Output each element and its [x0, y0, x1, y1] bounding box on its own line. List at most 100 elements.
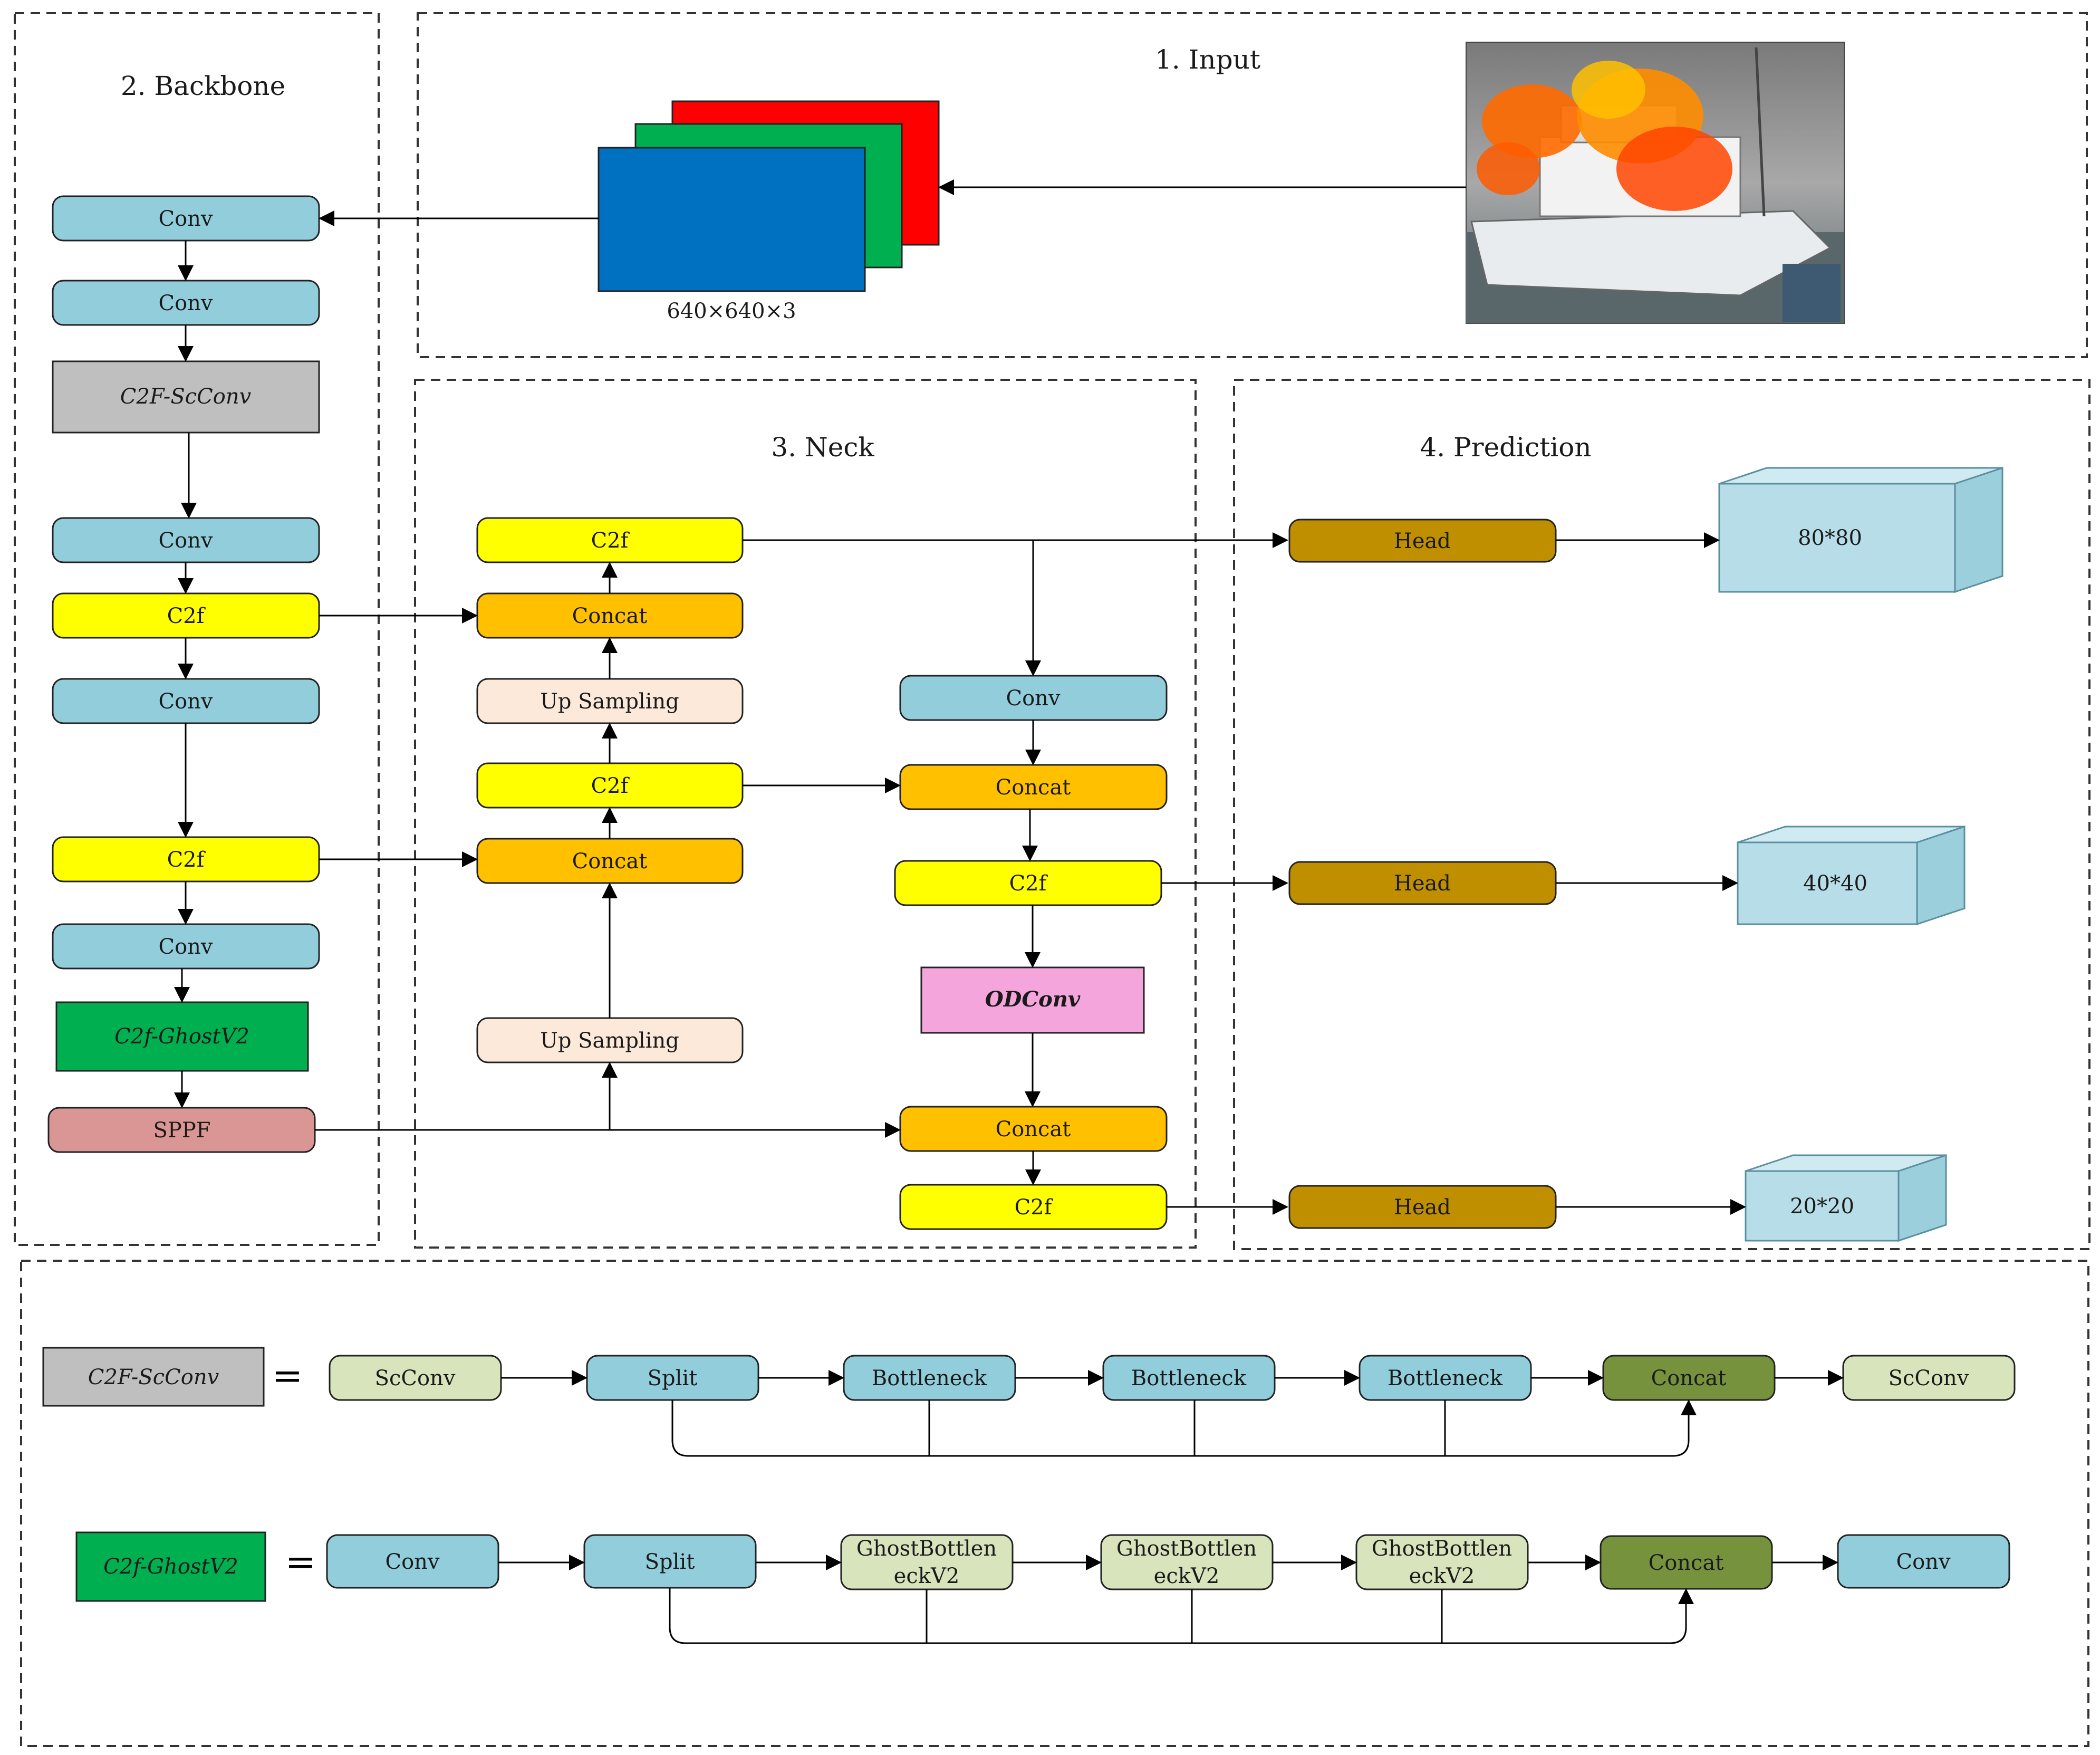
legend-equals-2: = — [285, 1540, 316, 1584]
backbone-conv2: Conv — [52, 280, 320, 326]
legend-row1-concat: Concat — [1602, 1355, 1776, 1401]
neck-title: 3. Neck — [771, 432, 874, 463]
legend-c2f-scconv-block: C2F-ScConv — [42, 1347, 265, 1407]
svg-text:Split: Split — [645, 1550, 695, 1574]
head-3: Head — [1288, 1185, 1557, 1229]
svg-text:Conv: Conv — [158, 291, 213, 315]
svg-text:eckV2: eckV2 — [1154, 1564, 1220, 1588]
svg-text:ODConv: ODConv — [985, 987, 1081, 1012]
svg-text:Head: Head — [1394, 871, 1451, 896]
legend-c2f-ghostv2-block: C2f-GhostV2 — [75, 1531, 266, 1602]
neck-odconv: ODConv — [920, 966, 1145, 1034]
svg-text:C2F-ScConv: C2F-ScConv — [88, 1365, 219, 1389]
backbone-title: 2. Backbone — [121, 71, 285, 101]
svg-text:GhostBottlen: GhostBottlen — [856, 1537, 997, 1561]
neck-concat-right2: Concat — [899, 1106, 1168, 1152]
backbone-conv5: Conv — [52, 923, 320, 970]
head-2: Head — [1288, 861, 1557, 905]
backbone-frame — [14, 12, 380, 1246]
svg-text:ScConv: ScConv — [375, 1366, 456, 1390]
svg-text:Concat: Concat — [996, 1117, 1071, 1142]
backbone-conv3: Conv — [52, 517, 320, 563]
neck-c2f-top: C2f — [476, 517, 744, 563]
prediction-title: 4. Prediction — [1420, 432, 1591, 463]
svg-text:GhostBottlen: GhostBottlen — [1372, 1537, 1512, 1561]
svg-text:eckV2: eckV2 — [1409, 1564, 1475, 1588]
output-cube-20: 20*20 — [1745, 1154, 1947, 1242]
svg-text:Up Sampling: Up Sampling — [540, 689, 679, 714]
backbone-sppf: SPPF — [47, 1107, 316, 1153]
backbone-c2f-scconv: C2F-ScConv — [52, 360, 320, 434]
legend-row2-conv-b: Conv — [1837, 1534, 2010, 1589]
svg-text:Concat: Concat — [572, 849, 648, 874]
svg-text:C2f-GhostV2: C2f-GhostV2 — [103, 1555, 238, 1579]
svg-text:Bottleneck: Bottleneck — [1388, 1366, 1503, 1390]
output-cube-80: 80*80 — [1718, 466, 2003, 593]
input-title: 1. Input — [1155, 44, 1260, 75]
svg-text:eckV2: eckV2 — [894, 1564, 960, 1588]
svg-text:C2f: C2f — [167, 604, 206, 628]
legend-row1-scconv-a: ScConv — [329, 1355, 502, 1401]
legend-row1-bottleneck-1: Bottleneck — [843, 1355, 1016, 1401]
svg-text:Conv: Conv — [1006, 686, 1060, 711]
legend-row2-ghostbottleneck-3: GhostBottlen eckV2 — [1355, 1534, 1529, 1590]
head-1: Head — [1288, 519, 1557, 563]
svg-text:Concat: Concat — [572, 604, 648, 628]
neck-c2f-right1: C2f — [894, 860, 1162, 906]
svg-text:20*20: 20*20 — [1790, 1194, 1854, 1219]
prediction-frame — [1233, 379, 2091, 1250]
svg-text:Bottleneck: Bottleneck — [872, 1366, 987, 1390]
svg-text:Head: Head — [1394, 1195, 1451, 1220]
burning-boat-photo — [1466, 42, 1845, 324]
svg-text:Conv: Conv — [158, 935, 213, 959]
svg-text:Bottleneck: Bottleneck — [1131, 1366, 1247, 1390]
input-frame — [417, 12, 2088, 358]
legend-frame — [20, 1260, 2089, 1747]
svg-text:80*80: 80*80 — [1798, 526, 1862, 550]
svg-text:C2f: C2f — [167, 848, 206, 872]
svg-text:Conv: Conv — [385, 1550, 439, 1574]
backbone-c2f2: C2f — [52, 836, 320, 883]
svg-text:C2f: C2f — [1009, 871, 1048, 896]
neck-arrows — [315, 532, 1288, 1215]
svg-text:Conv: Conv — [158, 207, 213, 231]
svg-text:C2f-GhostV2: C2f-GhostV2 — [114, 1024, 249, 1049]
neck-c2f-mid: C2f — [476, 762, 744, 809]
backbone-c2f-ghostv2: C2f-GhostV2 — [55, 1001, 309, 1072]
legend-row1-bottleneck-2: Bottleneck — [1102, 1355, 1276, 1401]
legend-row1-bottleneck-3: Bottleneck — [1359, 1355, 1532, 1401]
svg-text:Conv: Conv — [158, 689, 213, 714]
svg-text:ScConv: ScConv — [1889, 1366, 1969, 1390]
prediction-arrows — [1556, 532, 1746, 1215]
neck-conv-right: Conv — [899, 675, 1168, 721]
legend-row2-ghostbottleneck-2: GhostBottlen eckV2 — [1100, 1534, 1274, 1590]
backbone-conv4: Conv — [52, 678, 320, 724]
legend-row2-ghostbottleneck-1: GhostBottlen eckV2 — [840, 1534, 1014, 1590]
backbone-arrows — [174, 179, 1466, 1108]
svg-text:C2f: C2f — [1015, 1195, 1054, 1220]
legend-row2-concat: Concat — [1600, 1535, 1773, 1590]
output-cube-40: 40*40 — [1737, 825, 1966, 926]
blue-channel — [598, 147, 866, 292]
svg-text:Conv: Conv — [1896, 1550, 1950, 1574]
neck-upsampling1: Up Sampling — [476, 678, 744, 724]
svg-text:40*40: 40*40 — [1803, 871, 1867, 896]
legend-row2-conv-a: Conv — [326, 1534, 499, 1589]
neck-concat2: Concat — [476, 838, 744, 884]
svg-text:C2F-ScConv: C2F-ScConv — [120, 385, 252, 409]
svg-text:Split: Split — [648, 1366, 698, 1390]
legend-row1-arrows — [501, 1370, 1844, 1457]
input-size-label: 640×640×3 — [667, 299, 796, 323]
legend-row2-split: Split — [583, 1534, 757, 1589]
svg-text:SPPF: SPPF — [153, 1118, 211, 1143]
svg-text:GhostBottlen: GhostBottlen — [1116, 1537, 1257, 1561]
legend-equals-1: = — [272, 1354, 303, 1397]
legend-row1-scconv-b: ScConv — [1842, 1355, 2016, 1401]
svg-text:C2f: C2f — [591, 529, 630, 553]
neck-concat-right1: Concat — [899, 764, 1168, 810]
svg-text:Conv: Conv — [158, 529, 213, 553]
svg-text:Head: Head — [1394, 529, 1451, 553]
neck-concat1: Concat — [476, 592, 744, 639]
neck-upsampling2: Up Sampling — [476, 1017, 744, 1063]
